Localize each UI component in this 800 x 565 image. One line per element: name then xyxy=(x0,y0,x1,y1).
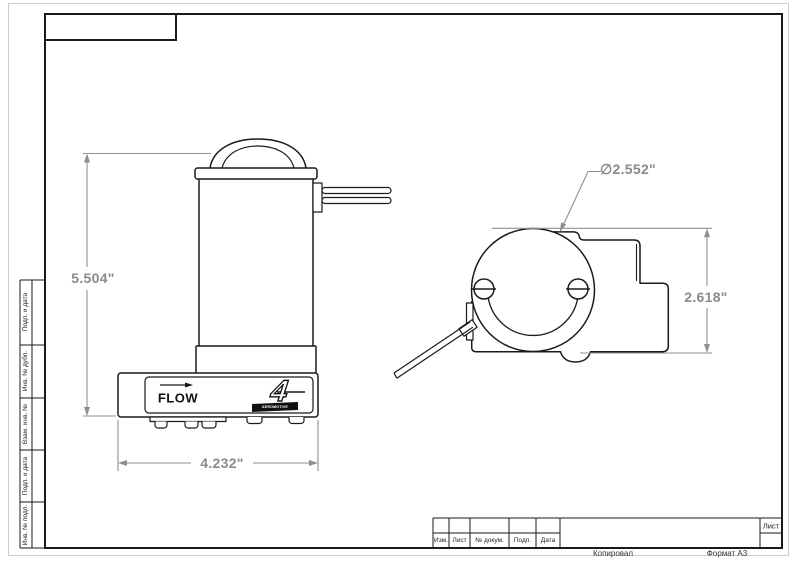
margin-label-inv-dubl: Инв. № дубл. xyxy=(21,350,29,392)
dim-diameter-label: ∅2.552" xyxy=(600,161,656,177)
paper-edge xyxy=(8,3,789,556)
cap-flange xyxy=(194,167,318,180)
bore-arc xyxy=(487,297,579,337)
dimension-diameter-leader xyxy=(559,170,601,233)
title-block xyxy=(432,517,782,548)
stamp-col-data: Дата xyxy=(540,536,556,544)
wire-lead xyxy=(321,196,392,205)
margin-label-inv-podl: Инв. № подл. xyxy=(21,504,29,546)
port-boss xyxy=(154,421,168,429)
sheet-frame xyxy=(44,13,783,549)
stamp-col-podp: Подп. xyxy=(513,536,532,544)
dim-overall-height-label: 5.504" xyxy=(71,270,115,286)
screw-icon xyxy=(472,278,496,300)
reference-box xyxy=(44,13,177,41)
logo-banner-text: AEROMOTIVE xyxy=(261,404,289,409)
margin-label-podp-data-2: Подп. и дата xyxy=(21,456,29,496)
port-boss xyxy=(288,417,305,425)
screw-icon xyxy=(566,278,590,300)
dome-outer xyxy=(209,138,307,169)
port-boss xyxy=(201,421,217,429)
pump-front-view xyxy=(393,227,670,379)
dimension-bracket-height xyxy=(492,227,712,354)
dome-inner xyxy=(221,145,295,169)
margin-label-podp-data-1: Подп. и дата xyxy=(21,292,29,332)
brand-logo xyxy=(252,391,305,412)
dimension-overall-width xyxy=(117,420,319,471)
copied-label: Копировал xyxy=(592,548,634,558)
stamp-col-dokum: № докум. xyxy=(475,536,504,544)
flow-label: FLOW xyxy=(157,390,199,406)
dim-bracket-height-label: 2.618" xyxy=(684,289,728,305)
margin-label-vzam-inv: Взам. инв. № xyxy=(21,403,29,445)
pump-side-view xyxy=(117,138,392,429)
port-boss xyxy=(184,421,199,429)
dimension-overall-height xyxy=(83,152,211,417)
dim-overall-width-label: 4.232" xyxy=(200,455,244,471)
bottom-plate xyxy=(149,416,227,423)
terminal-block xyxy=(312,182,323,213)
wire-lead xyxy=(321,186,392,195)
left-margin-boxes xyxy=(19,279,45,549)
wire-lead xyxy=(393,321,474,379)
stamp-col-izm: Изм. xyxy=(434,536,448,544)
format-label: Формат А3 xyxy=(706,548,748,558)
stamp-sheet-label: Лист xyxy=(762,520,780,530)
flow-arrow-icon xyxy=(160,382,193,388)
stamp-col-list: Лист xyxy=(452,536,467,544)
port-boss xyxy=(246,417,263,425)
